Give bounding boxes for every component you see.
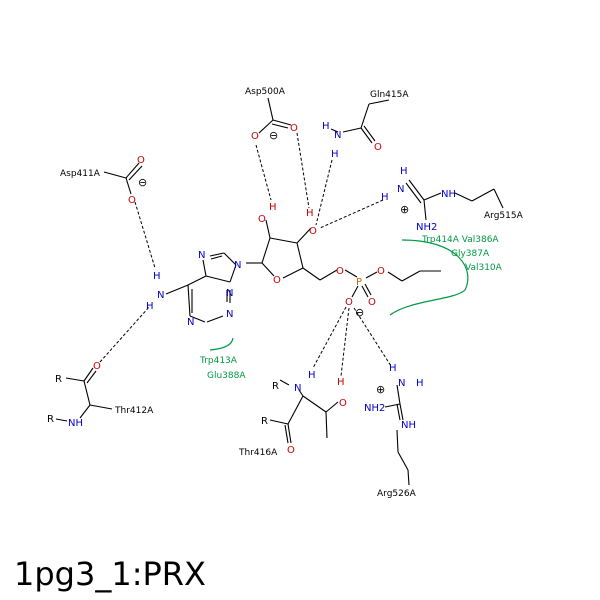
- hydrophobic-label-trp414-val386: Trp414A Val386A: [421, 235, 499, 245]
- hydrophobic-label-trp413: Trp413A: [199, 356, 238, 366]
- atom-o-phosphate-double: O: [368, 297, 376, 308]
- atom-r-thr412-bottom: R: [47, 414, 54, 425]
- atom-n-thr416: N: [294, 383, 301, 394]
- atom-n-amine: N: [157, 290, 164, 301]
- residue-label-thr416: Thr416A: [238, 448, 278, 458]
- hydrophobic-arc-right: [389, 239, 469, 316]
- atom-o-asp500-a: O: [251, 131, 259, 142]
- residue-label-arg526: Arg526A: [377, 489, 417, 499]
- atom-n9-adenine: N: [234, 260, 241, 271]
- atom-h-ribose-3: H: [306, 208, 314, 219]
- atom-h-arg526-right: H: [416, 378, 424, 389]
- atom-h-arg526-top: H: [389, 363, 397, 374]
- atom-o-asp411-b: O: [128, 195, 136, 206]
- atom-h-arg515-top: H: [400, 166, 408, 177]
- hydrophobic-labels: Trp414A Val386A Gly387A Val310A Trp413A …: [199, 235, 503, 381]
- atom-r-thr416-top: R: [272, 381, 279, 392]
- atom-o-5prime: O: [336, 266, 344, 277]
- atom-nh-thr412: NH: [68, 418, 83, 429]
- hydrogen-bonds: [99, 132, 392, 377]
- covalent-bonds: [55, 97, 504, 486]
- atom-o-phosphate-minus: O: [345, 297, 353, 308]
- atom-o-thr412: O: [93, 361, 101, 372]
- atom-n1-adenine: N: [187, 317, 194, 328]
- atom-o-gln415: O: [374, 142, 382, 153]
- diagram-title: 1pg3_1:PRX: [14, 555, 206, 593]
- atom-n7-adenine: N: [198, 250, 205, 261]
- atom-h-gln415-bottom: H: [331, 149, 339, 160]
- atom-o-ribose-ring: O: [273, 275, 281, 286]
- atom-r-thr416-bottom: R: [261, 416, 268, 427]
- atom-h-amine-top: H: [153, 271, 161, 282]
- residue-label-gln415: Gln415A: [370, 90, 409, 100]
- atom-n3-adenine: N: [226, 288, 233, 299]
- hydrophobic-label-glu388: Glu388A: [207, 371, 246, 381]
- atom-h-amine-bottom: H: [146, 301, 154, 312]
- charge-minus-asp411: ⊖: [138, 176, 147, 189]
- atom-nh-arg526: NH: [401, 420, 416, 431]
- charge-minus-asp500: ⊖: [269, 129, 278, 142]
- atom-o-ribose-2: O: [258, 214, 266, 225]
- atom-o-ribose-3: O: [309, 226, 317, 237]
- atom-o-thr416: O: [287, 445, 295, 456]
- atom-h-thr416-oh: H: [337, 377, 345, 388]
- atom-n-gln415: N: [334, 130, 341, 141]
- atom-p-phosphate: P: [356, 277, 362, 288]
- atom-h-ribose-2: H: [269, 202, 277, 213]
- charge-plus-arg515: ⊕: [400, 203, 409, 216]
- atom-n-adenine-c2: N: [226, 309, 233, 320]
- atom-n-arg515-a: N: [397, 184, 404, 195]
- residue-label-arg515: Arg515A: [484, 211, 524, 221]
- atom-n-arg526-a: N: [398, 378, 405, 389]
- residue-labels: Asp500A Gln415A Asp411A Arg515A Thr412A …: [60, 87, 524, 499]
- atom-labels: O O ⊖ H N H O O O ⊖ O H H O O O P O O O …: [47, 121, 456, 456]
- charge-minus-phosphate: ⊖: [355, 306, 364, 319]
- atom-h-arg515-left: H: [381, 192, 389, 203]
- atom-o-thr416-oh: O: [339, 398, 347, 409]
- atom-o-asp500-b: O: [290, 123, 298, 134]
- residue-label-thr412: Thr412A: [114, 406, 154, 416]
- hydrophobic-arc-left: [209, 337, 234, 351]
- atom-nh2-arg515: NH2: [416, 222, 437, 233]
- residue-label-asp500: Asp500A: [245, 87, 286, 97]
- residue-label-asp411: Asp411A: [60, 169, 101, 179]
- atom-o-asp411-a: O: [137, 155, 145, 166]
- atom-h-thr416: H: [308, 370, 316, 381]
- atom-h-gln415-top: H: [322, 121, 330, 132]
- atom-o-phosphate-ester: O: [377, 266, 385, 277]
- hydrophobic-arcs: [209, 239, 469, 351]
- hydrophobic-label-val310: Val310A: [465, 263, 503, 273]
- atom-nh2-arg526: NH2: [364, 403, 385, 414]
- charge-plus-arg526: ⊕: [376, 383, 385, 396]
- hydrophobic-label-gly387: Gly387A: [451, 249, 490, 259]
- atom-nh-arg515: NH: [441, 189, 456, 200]
- atom-r-thr412-top: R: [55, 374, 62, 385]
